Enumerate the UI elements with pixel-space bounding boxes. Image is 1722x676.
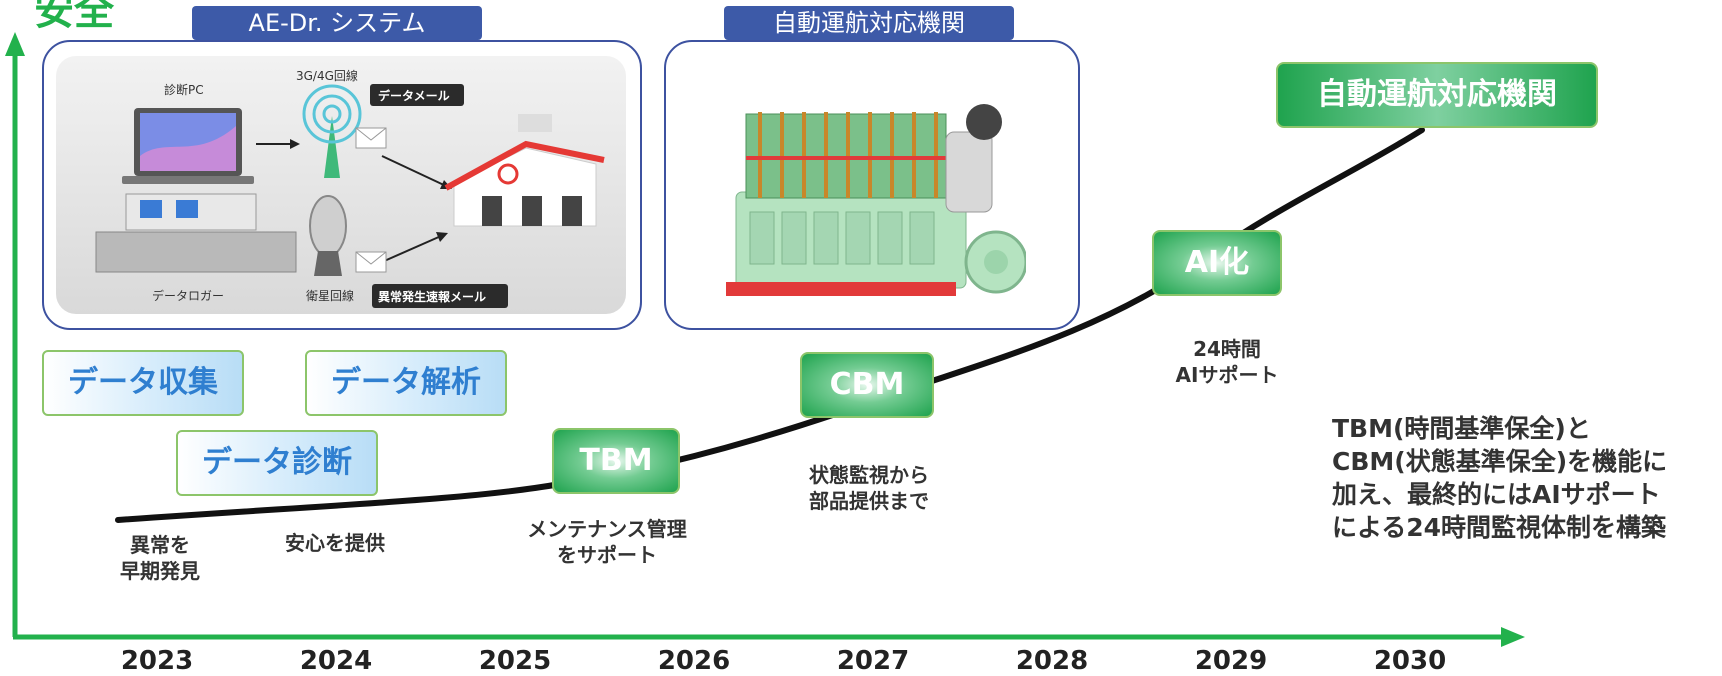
network-label: 3G/4G回線 <box>296 68 358 83</box>
y-axis-arrowhead <box>5 32 25 56</box>
ae-dr-diagram: 診断PC 3G/4G回線 データメール データロガー 衛星回線 異常発生速報メー… <box>56 56 626 314</box>
cbm-box: CBM <box>800 352 934 418</box>
antenna-tower-icon <box>302 84 362 178</box>
ae-dr-panel-title: AE-Dr. システム <box>192 6 482 40</box>
year-2029: 2029 <box>1194 646 1268 676</box>
year-2025: 2025 <box>478 646 552 676</box>
satellite-dish-icon <box>309 195 347 276</box>
engine-icon <box>726 104 1026 296</box>
logger-label: データロガー <box>152 288 224 303</box>
caption-state-monitoring: 状態監視から部品提供まで <box>809 463 929 513</box>
alert-tag <box>372 284 508 308</box>
mail-icon <box>355 127 387 149</box>
satellite-label: 衛星回線 <box>306 288 354 303</box>
ae-dr-panel: 診断PC 3G/4G回線 データメール データロガー 衛星回線 異常発生速報メー… <box>42 40 642 330</box>
year-2028: 2028 <box>1015 646 1089 676</box>
year-2023: 2023 <box>120 646 194 676</box>
summary-text: TBM(時間基準保全)と CBM(状態基準保全)を機能に 加え、最終的にはAIサ… <box>1332 414 1668 542</box>
caption-peace-of-mind: 安心を提供 <box>285 531 385 555</box>
data-diagnosis-box: データ診断 <box>176 430 378 496</box>
x-axis-arrowhead <box>1501 627 1525 647</box>
caption-maintenance: メンテナンス管理をサポート <box>527 517 687 567</box>
y-axis-label: 安全 <box>34 0 114 34</box>
year-2024: 2024 <box>299 646 373 676</box>
year-2030: 2030 <box>1373 646 1447 676</box>
data-logger-icon <box>95 193 297 273</box>
pc-label: 診断PC <box>164 82 204 97</box>
year-2027: 2027 <box>836 646 910 676</box>
alert-label: 異常発生速報メール <box>378 289 486 304</box>
alert-mail-icon <box>355 251 387 273</box>
year-2026: 2026 <box>657 646 731 676</box>
tbm-box: TBM <box>552 428 680 494</box>
ai-box: AI化 <box>1152 230 1282 296</box>
data-analysis-box: データ解析 <box>305 350 507 416</box>
engine-panel <box>664 40 1080 330</box>
mail-label: データメール <box>378 88 450 103</box>
ae-dr-illustration: 診断PC 3G/4G回線 データメール データロガー 衛星回線 異常発生速報メー… <box>95 68 605 308</box>
engine-illustration <box>726 104 1026 296</box>
data-collection-box: データ収集 <box>42 350 244 416</box>
engine-panel-title: 自動運航対応機関 <box>724 6 1014 40</box>
caption-early-detection: 異常を早期発見 <box>120 533 200 583</box>
building-icon <box>444 114 605 227</box>
mail-tag <box>370 84 464 106</box>
goal-box: 自動運航対応機関 <box>1276 62 1598 128</box>
